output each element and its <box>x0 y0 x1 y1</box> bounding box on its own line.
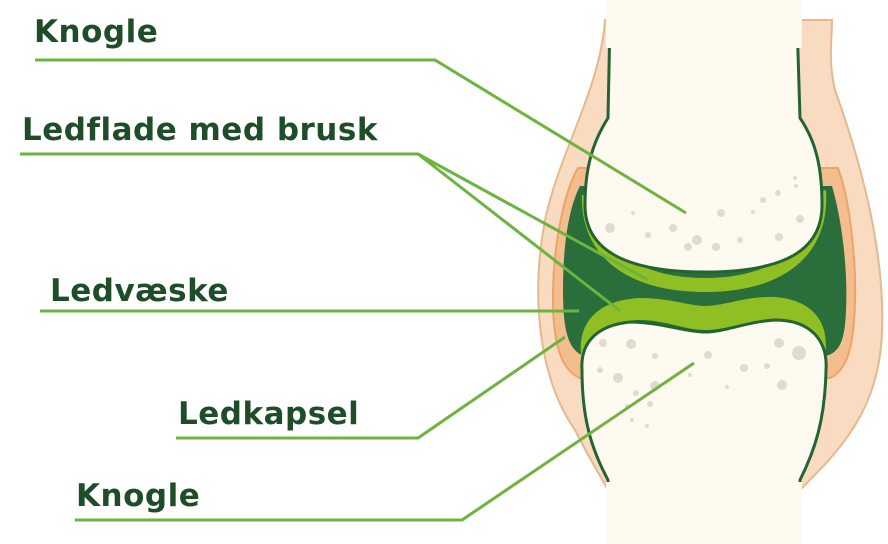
label-cartilage: Ledflade med brusk <box>22 112 378 148</box>
leader-line-capsule <box>176 335 566 440</box>
leader-line-bone-bottom <box>75 361 695 522</box>
cartilage-lower <box>580 296 826 355</box>
label-capsule: Ledkapsel <box>178 396 360 432</box>
leader-line-cartilage-2 <box>417 152 621 313</box>
bone-lower <box>580 318 828 532</box>
leader-line-bone-top <box>35 58 687 215</box>
label-bone-bottom: Knogle <box>76 478 201 514</box>
label-synovial-fluid: Ledvæske <box>50 273 229 309</box>
bone-texture <box>597 176 806 428</box>
bone-upper <box>583 18 824 274</box>
label-bone-top: Knogle <box>34 14 159 50</box>
